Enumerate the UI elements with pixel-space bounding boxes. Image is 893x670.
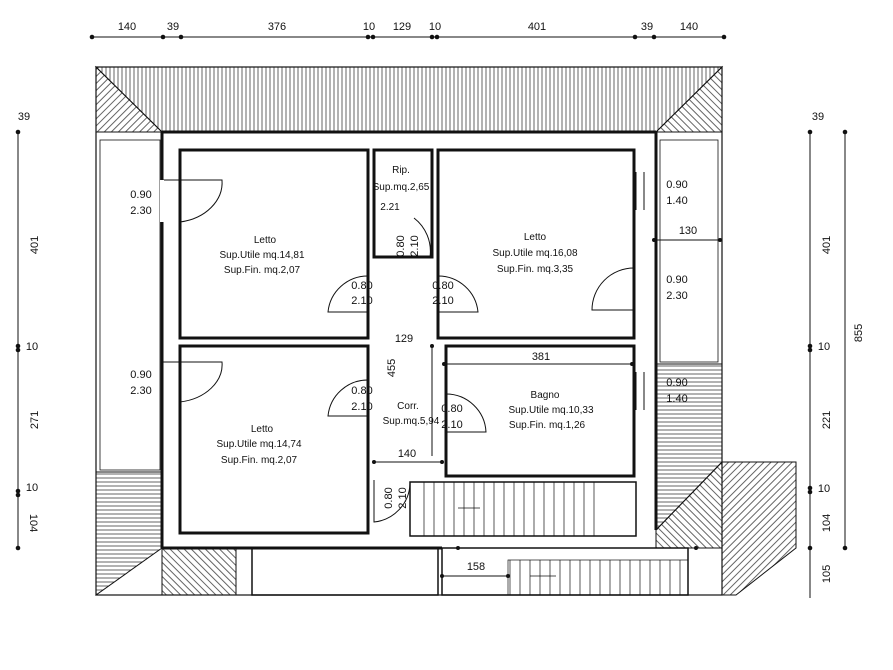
room-name: Letto [251,424,274,435]
room-name: Bagno [531,390,560,401]
top-dim-2: 39 [167,21,179,33]
win-bagno-w: 0.90 [666,377,687,389]
left-dim-6: 104 [27,514,39,532]
top-dimension-line: 140 39 376 10 129 10 401 39 140 [89,21,727,40]
right-total-dim: 855 [853,324,865,342]
right-dim-5: 10 [818,483,830,495]
roof-hatch [94,65,797,596]
door-rip-w: 0.80 [395,235,407,256]
right-dimension-line: 39 401 10 221 10 104 105 855 [807,111,865,598]
door-l1-h: 2.10 [351,295,372,307]
left-dim-1: 39 [18,111,30,123]
left-dimension-line: 39 401 10 271 10 104 [15,111,41,551]
door-l1-w: 0.80 [351,280,372,292]
room-fin: Sup.Fin. mq.3,35 [497,264,574,275]
win-sw-w: 0.90 [130,369,151,381]
room-area: Sup.mq.2,65 [373,182,430,193]
win-ne2-w: 0.90 [666,274,687,286]
win-ne-h: 1.40 [666,195,687,207]
top-dim-8: 39 [641,21,653,33]
win-nw-w: 0.90 [130,189,151,201]
top-dim-9: 140 [680,21,698,33]
win-sw-h: 2.30 [130,385,151,397]
dim-129: 129 [395,333,413,345]
room-utile: Sup.Utile mq.16,08 [492,248,577,259]
inner-dimension-lines [374,239,720,577]
room-name: Letto [524,232,547,243]
top-dim-4: 10 [363,21,375,33]
win-ne2-h: 2.30 [666,290,687,302]
room-fin: Sup.Fin. mq.2,07 [221,455,298,466]
room-letto-ne: Letto Sup.Utile mq.16,08 Sup.Fin. mq.3,3… [492,232,577,275]
room-utile: Sup.Utile mq.10,33 [508,405,593,416]
room-fin: Sup.Fin. mq.2,07 [224,265,301,276]
right-dim-4: 221 [821,411,833,429]
room-fin: Sup.Fin. mq.1,26 [509,420,586,431]
stair-steps [423,482,689,596]
door-bagno-w: 0.80 [441,403,462,415]
top-dim-7: 401 [528,21,546,33]
top-dim-5: 129 [393,21,411,33]
right-dim-7: 105 [821,565,833,583]
door-bagno-h: 2.10 [441,419,462,431]
win-ne-w: 0.90 [666,179,687,191]
door-swings [160,172,645,523]
room-corr: Corr. Sup.mq.5,94 [383,401,440,427]
room-utile: Sup.Utile mq.14,74 [216,439,301,450]
inner-dimension-labels: 130 129 455 381 140 158 [386,225,697,573]
dim-455: 455 [386,359,398,377]
dim-381: 381 [532,351,550,363]
left-dim-5: 10 [26,482,38,494]
top-dim-6: 10 [429,21,441,33]
door-l2-h: 2.10 [351,401,372,413]
door-r1-w: 0.80 [432,280,453,292]
door-stair-w: 0.80 [383,487,395,508]
left-dim-4: 271 [29,411,41,429]
top-dim-3: 376 [268,21,286,33]
room-bagno: Bagno Sup.Utile mq.10,33 Sup.Fin. mq.1,2… [508,390,593,431]
door-rip-h: 2.10 [409,235,421,256]
room-name: Letto [254,235,277,246]
dim-140: 140 [398,448,416,460]
win-bagno-h: 1.40 [666,393,687,405]
right-dim-3: 10 [818,341,830,353]
room-letto-nw: Letto Sup.Utile mq.14,81 Sup.Fin. mq.2,0… [219,235,304,276]
dim-130: 130 [679,225,697,237]
left-dim-3: 10 [26,341,38,353]
room-name: Corr. [397,401,419,412]
door-stair-h: 2.10 [397,487,409,508]
door-r1-h: 2.10 [432,295,453,307]
room-rip: Rip. Sup.mq.2,65 2.21 [373,165,430,213]
opening-labels: 0.90 2.30 0.90 2.30 0.90 1.40 0.90 2.30 … [130,179,687,509]
right-dim-1: 39 [812,111,824,123]
room-height: 2.21 [380,202,400,213]
right-dim-2: 401 [821,236,833,254]
walls [160,130,689,596]
win-nw-h: 2.30 [130,205,151,217]
door-l2-w: 0.80 [351,385,372,397]
left-dim-2: 401 [29,236,41,254]
room-name: Rip. [392,165,410,176]
top-dim-1: 140 [118,21,136,33]
room-letto-sw: Letto Sup.Utile mq.14,74 Sup.Fin. mq.2,0… [216,424,301,466]
dim-158: 158 [467,561,485,573]
room-utile: Sup.Utile mq.14,81 [219,250,304,261]
right-dim-6: 104 [821,514,833,532]
room-area: Sup.mq.5,94 [383,416,440,427]
